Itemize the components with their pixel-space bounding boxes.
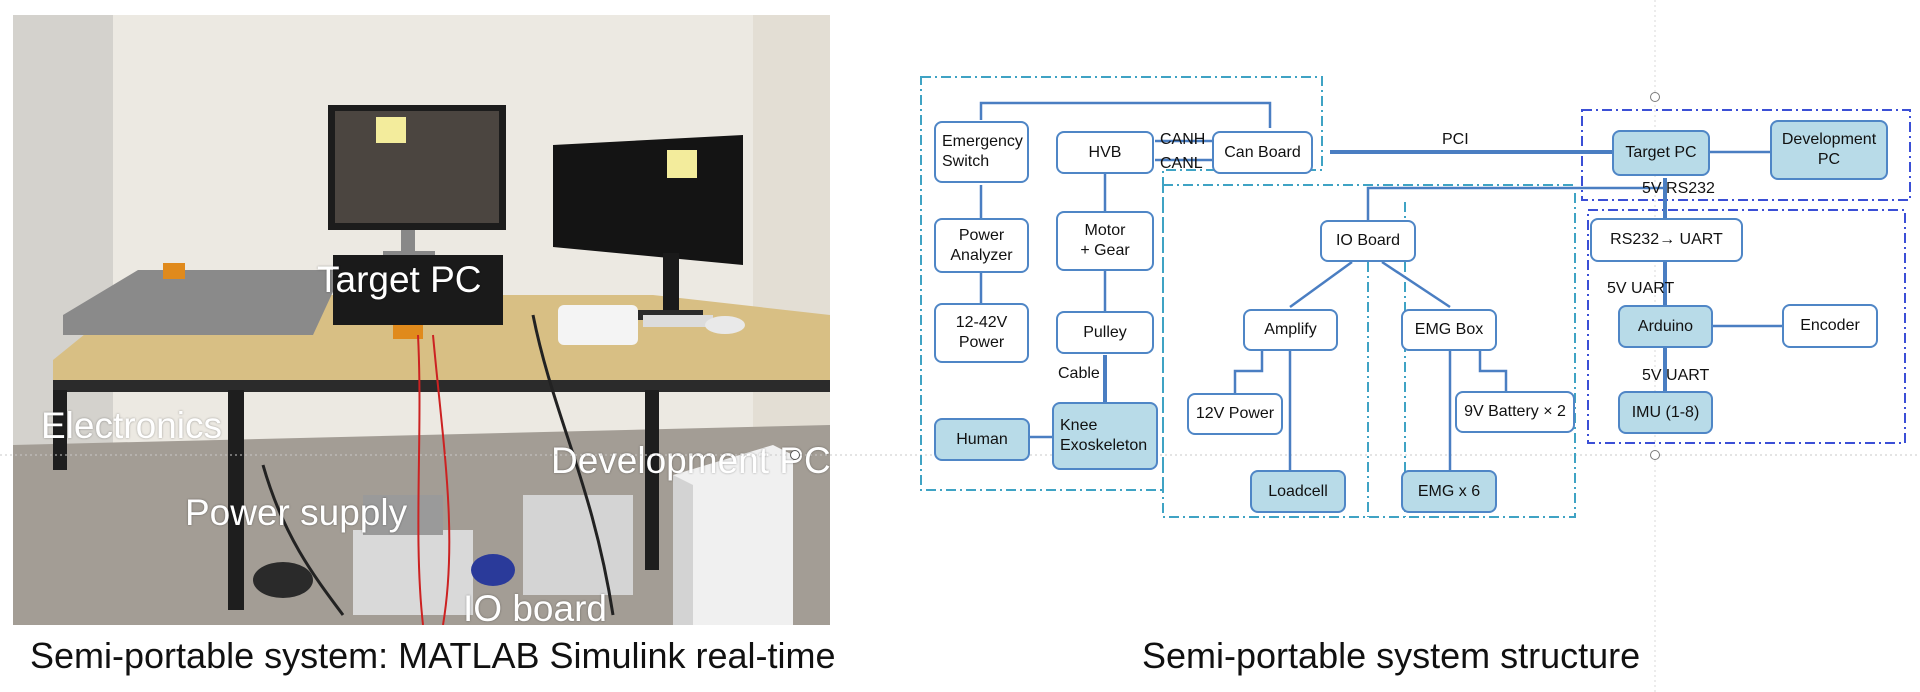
- ioboard-to-amplify-edge: [1289, 260, 1353, 309]
- rs232-link-label: 5V RS232: [1642, 180, 1715, 197]
- io-board-node: IO Board: [1320, 220, 1416, 262]
- lab-setup-illustration: [13, 15, 830, 625]
- battery-9v-node: 9V Battery × 2: [1455, 391, 1575, 433]
- arduino-node: Arduino: [1618, 305, 1713, 348]
- motor-gear-node: Motor + Gear: [1056, 211, 1154, 271]
- human-node: Human: [934, 418, 1030, 461]
- power-analyzer-node: Power Analyzer: [934, 218, 1029, 273]
- canl-label: CANL: [1160, 155, 1203, 172]
- pci-label: PCI: [1442, 131, 1469, 148]
- power-12-42v-node: 12-42V Power: [934, 303, 1029, 363]
- emg-x6-node: EMG x 6: [1401, 470, 1497, 513]
- io-board-photo-label: IO board: [463, 588, 607, 625]
- electronics-photo-label: Electronics: [41, 405, 222, 446]
- hvb-node: HVB: [1056, 131, 1154, 174]
- rs232-uart-node: RS232→ UART: [1590, 218, 1743, 262]
- pulley-node: Pulley: [1056, 311, 1154, 354]
- amplify-to-12v-edge: [1233, 351, 1264, 393]
- right-caption: Semi-portable system structure: [1142, 635, 1641, 676]
- knee-exoskeleton-node: Knee Exoskeleton: [1052, 402, 1158, 470]
- lab-setup-photo: Target PC Electronics Development PC Pow…: [13, 15, 830, 625]
- selection-handle-top[interactable]: [1650, 92, 1660, 102]
- development-pc-photo-label: Development PC: [551, 440, 830, 481]
- selection-handle-left[interactable]: [790, 450, 800, 460]
- can-board-node: Can Board: [1212, 131, 1313, 174]
- uart-link-1-label: 5V UART: [1607, 280, 1675, 297]
- loadcell-node: Loadcell: [1250, 470, 1346, 513]
- power-supply-photo-label: Power supply: [185, 492, 408, 533]
- encoder-node: Encoder: [1782, 304, 1878, 348]
- uart-link-2-label: 5V UART: [1642, 367, 1710, 384]
- canh-label: CANH: [1160, 131, 1206, 148]
- target-pc-node: Target PC: [1612, 130, 1710, 176]
- selection-handle-bottom[interactable]: [1650, 450, 1660, 460]
- ioboard-to-emgbox-edge: [1381, 260, 1451, 309]
- emergency-switch-node: Emergency Switch: [934, 121, 1029, 183]
- emgbox-to-battery-edge: [1478, 351, 1508, 391]
- emg-box-node: EMG Box: [1401, 309, 1497, 351]
- target-pc-photo-label: Target PC: [317, 259, 482, 300]
- development-pc-node: Development PC: [1770, 120, 1888, 180]
- power-12v-node: 12V Power: [1187, 393, 1283, 435]
- target-to-ioboard-edge: [1366, 178, 1667, 220]
- imu-node: IMU (1-8): [1618, 391, 1713, 434]
- left-caption: Semi-portable system: MATLAB Simulink re…: [30, 635, 836, 676]
- amplify-node: Amplify: [1243, 309, 1338, 351]
- cable-label: Cable: [1058, 365, 1100, 382]
